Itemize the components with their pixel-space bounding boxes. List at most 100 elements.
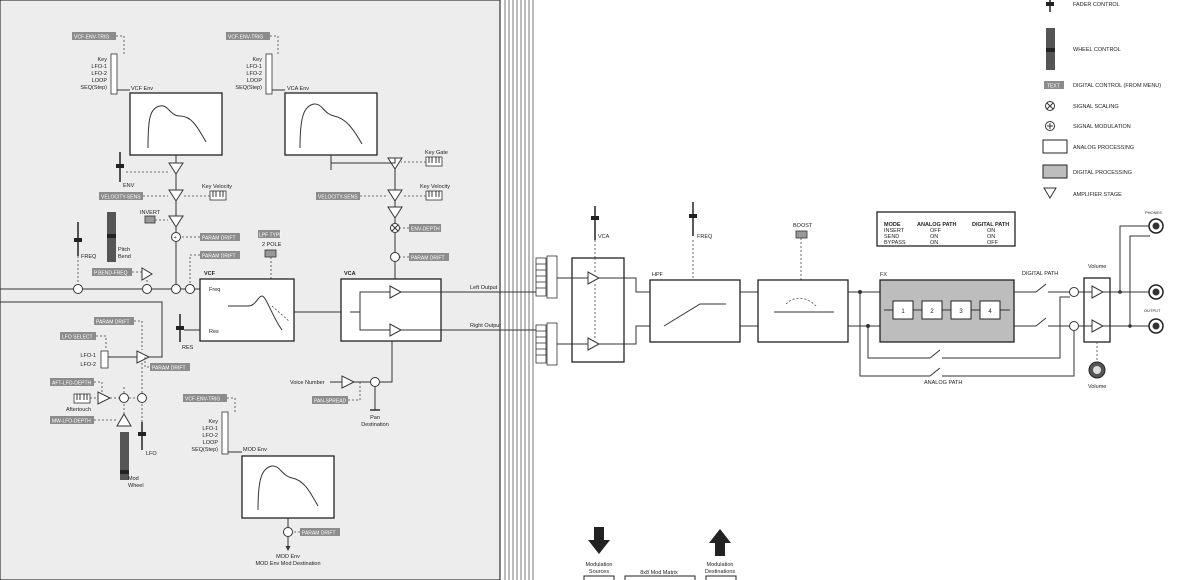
fx-slot-1[interactable] — [892, 300, 914, 320]
freq-label: FREQ — [81, 254, 97, 260]
pitch-bend-label: Pitch — [118, 247, 130, 253]
svg-text:MODE: MODE — [884, 222, 901, 228]
param-drift-5-tag[interactable] — [300, 528, 340, 536]
right-output-label: Right Output — [470, 323, 501, 329]
aftertouch-label: Aftertouch — [66, 407, 91, 413]
vca-env-label: VCA Env — [287, 86, 309, 92]
invert-button[interactable] — [144, 215, 156, 224]
amp-legend-icon — [1043, 187, 1057, 199]
svg-text:DIGITAL PATH: DIGITAL PATH — [972, 222, 1009, 228]
fx-slot-4[interactable] — [979, 300, 1001, 320]
svg-text:PARAM DRIFT: PARAM DRIFT — [302, 531, 336, 537]
svg-text:SIGNAL SCALING: SIGNAL SCALING — [1073, 104, 1119, 110]
param-drift-6-tag[interactable] — [409, 253, 449, 261]
svg-text:ON: ON — [930, 234, 938, 240]
mod-dest-arrow-icon — [709, 529, 731, 556]
freq-fader[interactable] — [74, 222, 82, 256]
vcf-box — [199, 278, 295, 342]
voice-merge-right — [535, 322, 558, 366]
two-pole-button[interactable] — [264, 249, 277, 258]
lfo-fader[interactable] — [138, 422, 146, 450]
legend: FADER CONTROL WHEEL CONTROL TEXT DIGITAL… — [1042, 0, 1161, 199]
res-fader[interactable] — [176, 314, 184, 342]
fx-slot-2[interactable] — [921, 300, 943, 320]
mod-sum-vcf-1 — [171, 232, 181, 242]
voice-merge-left — [535, 255, 558, 299]
mod-sum-freq — [73, 284, 83, 294]
mod-sources-1: Modulation — [586, 562, 613, 568]
vca-amp-right — [389, 323, 403, 337]
mod-env-label: MOD Env — [243, 447, 267, 453]
param-drift-2-tag[interactable] — [200, 251, 240, 259]
mod-env-dest-1: MOD Env — [276, 554, 300, 560]
mod-matrix-box-right — [705, 575, 737, 580]
env-depth-tag[interactable] — [409, 224, 441, 232]
mod-dest-label: Destinations — [705, 569, 736, 575]
mod-sources-arrow-icon — [588, 527, 610, 554]
vcf-trig-options: Key LFO-1 LFO-2 LOOP SEQ(Step) — [80, 57, 107, 91]
param-drift-1-tag[interactable] — [200, 233, 240, 241]
mod-trig-selector[interactable] — [221, 411, 229, 455]
mod-matrix-box-left — [583, 575, 615, 580]
param-drift-3-tag[interactable] — [94, 317, 134, 325]
left-output-label: Left Output — [470, 285, 498, 291]
amp-vcf-1 — [168, 162, 184, 175]
out-vca-amp-r — [587, 337, 601, 351]
svg-text:PARAM DRIFT: PARAM DRIFT — [96, 320, 130, 326]
vcf-env-trig-tag[interactable] — [72, 32, 116, 40]
boost-label: BOOST — [793, 223, 813, 229]
svg-text:AFT-LFO-DEPTH: AFT-LFO-DEPTH — [52, 381, 92, 387]
svg-text:BYPASS: BYPASS — [884, 240, 906, 246]
mod-sum-env — [171, 284, 181, 294]
svg-text:ENV-DEPTH: ENV-DEPTH — [411, 227, 440, 233]
boost-button[interactable] — [795, 230, 808, 239]
lfo-selector[interactable] — [100, 350, 109, 369]
pan-dest-label: Destination — [361, 422, 389, 428]
svg-text:DIGITAL CONTROL (FROM MENU): DIGITAL CONTROL (FROM MENU) — [1073, 83, 1161, 89]
vca-env-trig-tag[interactable] — [226, 32, 270, 40]
velocity-sens-1-tag[interactable] — [99, 192, 143, 200]
lpf-type-tag[interactable] — [258, 230, 280, 238]
mod-sum-pbend — [142, 284, 152, 294]
mod-wheel[interactable] — [120, 432, 129, 480]
mod-env-trig-tag[interactable] — [183, 394, 227, 402]
svg-text:ON: ON — [987, 228, 995, 234]
svg-text:SEND: SEND — [884, 234, 899, 240]
out-vca-fader[interactable] — [591, 206, 599, 240]
key-velocity-icon — [209, 190, 227, 201]
mod-trig-options: Key LFO-1 LFO-2 LOOP SEQ(Step) — [191, 419, 218, 453]
svg-text:PAN-SPREAD: PAN-SPREAD — [314, 399, 347, 405]
velocity-sens-2-tag[interactable] — [316, 192, 360, 200]
env-fader[interactable] — [116, 152, 124, 182]
hpf-fader[interactable] — [689, 202, 697, 236]
lfo-label: LFO — [146, 451, 157, 457]
svg-text:MW-LFO-DEPTH: MW-LFO-DEPTH — [52, 419, 91, 425]
svg-text:LFO-2: LFO-2 — [202, 433, 218, 439]
env-label: ENV — [123, 183, 135, 189]
mod-sum-lfo — [137, 393, 147, 403]
vca-trig-selector[interactable] — [265, 53, 273, 95]
svg-text:LOOP: LOOP — [247, 78, 263, 84]
vcf-trig-selector[interactable] — [110, 53, 118, 95]
param-drift-4-tag[interactable] — [150, 363, 190, 371]
pbend-freq-tag[interactable] — [92, 268, 132, 276]
svg-text:Key: Key — [209, 419, 219, 425]
vcf-env-box — [129, 92, 223, 156]
volume-box — [1083, 277, 1111, 343]
lfo1-label: LFO-1 — [80, 353, 96, 359]
vcf-env-label: VCF Env — [131, 86, 153, 92]
out-vca-box — [571, 257, 625, 363]
fx-slot-3[interactable] — [950, 300, 972, 320]
lfo-select-tag[interactable] — [60, 332, 96, 340]
svg-text:SEQ(Step): SEQ(Step) — [80, 85, 107, 91]
text-legend-icon — [1044, 81, 1064, 89]
amp-modwheel — [116, 413, 132, 427]
mod-sum-pan — [370, 377, 380, 387]
digital-path-label: DIGITAL PATH — [1022, 271, 1058, 277]
svg-text:PARAM DRIFT: PARAM DRIFT — [202, 236, 236, 242]
svg-text:LFO-1: LFO-1 — [91, 64, 107, 70]
mw-lfo-depth-tag[interactable] — [50, 416, 94, 424]
pan-spread-tag[interactable] — [312, 396, 348, 404]
mode-table-rows: INSERT OFF ON SEND ON ON BYPASS ON OFF — [884, 228, 999, 246]
aft-lfo-depth-tag[interactable] — [50, 378, 94, 386]
